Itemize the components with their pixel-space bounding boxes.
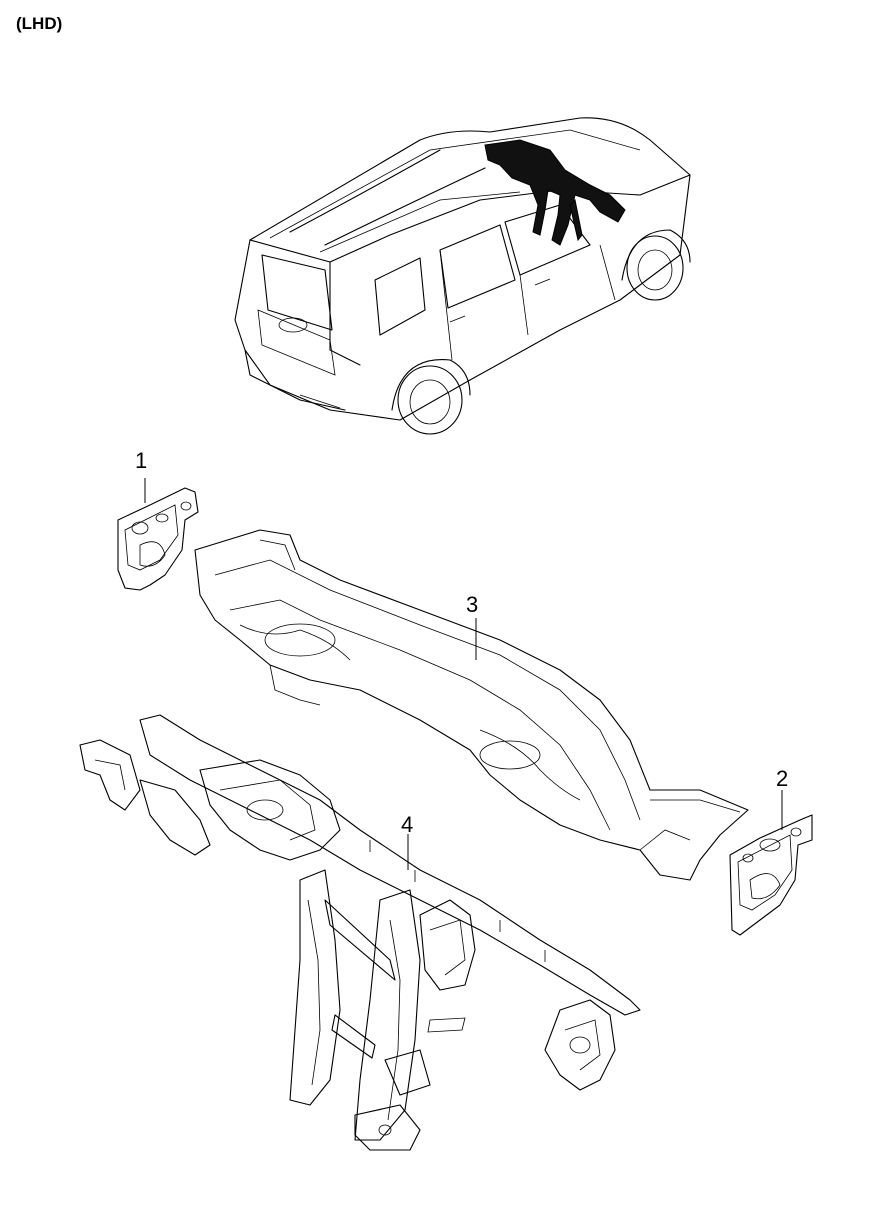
callout-3: 3 (466, 592, 479, 617)
variant-label: (LHD) (16, 14, 63, 33)
part-3-cowl-panel (194, 529, 749, 881)
callout-1: 1 (135, 448, 148, 473)
part-4-crossmember (79, 714, 641, 1151)
callout-4: 4 (401, 812, 414, 837)
part-1-side-bracket (117, 478, 199, 591)
part-2-side-bracket (729, 790, 813, 936)
callout-2: 2 (776, 766, 789, 791)
vehicle-illustration (234, 117, 691, 435)
